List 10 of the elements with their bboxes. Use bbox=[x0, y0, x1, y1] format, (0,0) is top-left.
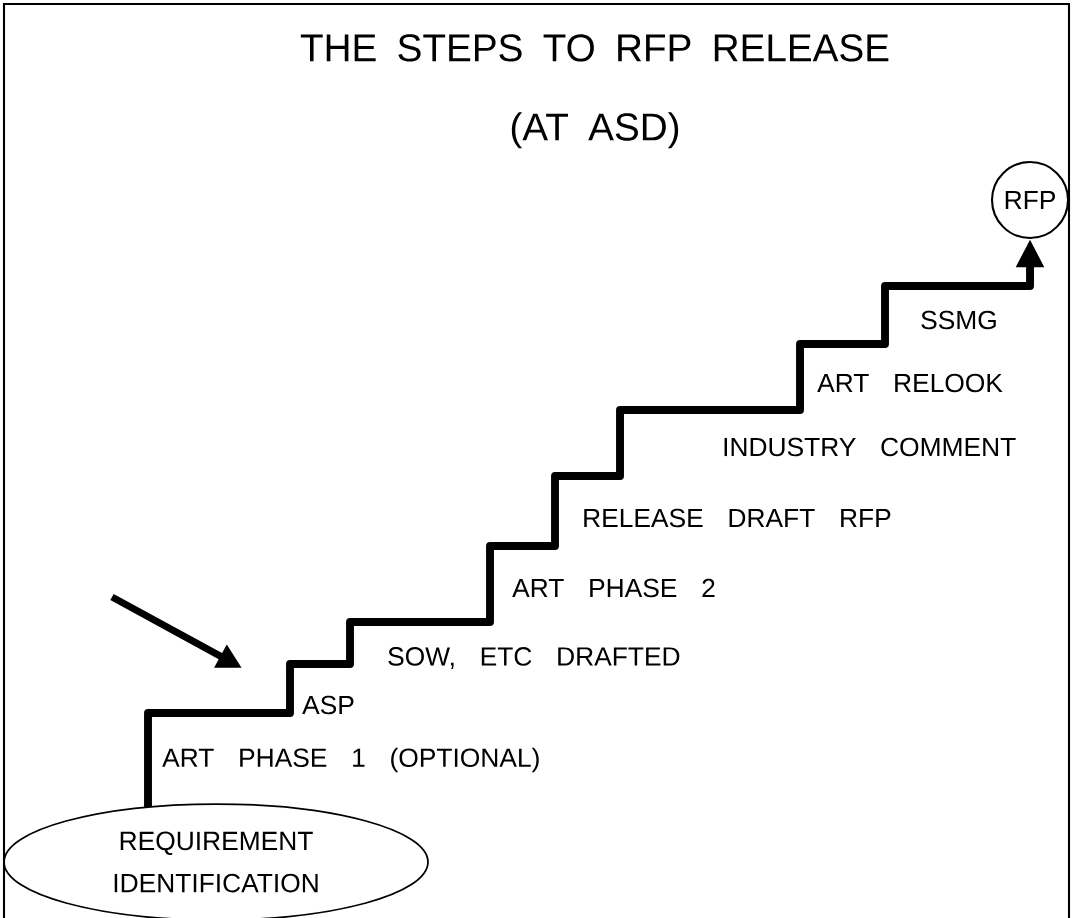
step-label: RELEASE DRAFT RFP bbox=[584, 508, 891, 528]
circle-node: RFP bbox=[990, 160, 1070, 240]
step-label: ASP bbox=[302, 695, 354, 715]
step-label: ART PHASE 2 bbox=[512, 578, 715, 598]
step-label: SOW, ETC DRAFTED bbox=[388, 647, 680, 669]
step-label: ART PHASE 1 (OPTIONAL) bbox=[162, 747, 539, 773]
step-label: ART RELOOK bbox=[817, 373, 1003, 393]
title: THE STEPS TO RFP RELEASE (AT ASD) bbox=[300, 34, 889, 149]
step-label: SSMG bbox=[921, 310, 996, 330]
step-label: INDUSTRY COMMENT bbox=[724, 437, 1016, 457]
